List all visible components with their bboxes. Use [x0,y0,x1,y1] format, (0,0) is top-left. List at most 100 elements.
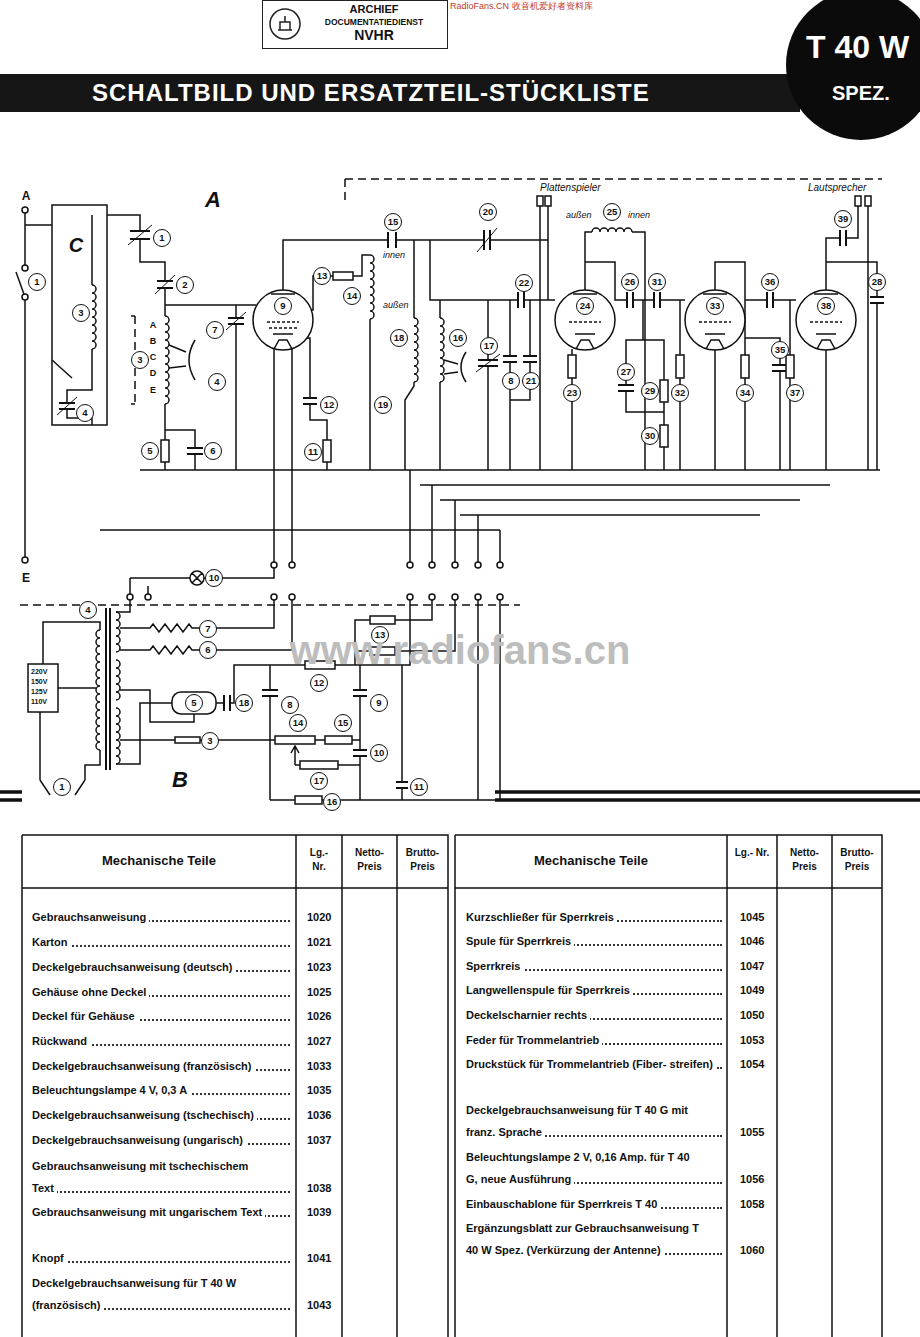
callout-number: 11 [304,443,322,461]
parts-row: Beleuchtungslampe 4 V, 0,3 A [32,1079,290,1101]
terminal-letter: A [21,190,32,202]
voltage-selector [28,664,58,712]
logo-ring [270,9,300,39]
part-name: Deckelgebrauchsanweisung (französisch) [32,1060,254,1072]
stamp-text: DOCUMENTATIEDIENST [309,17,439,28]
callout-number: 1 [153,229,171,247]
parts-row: Spule für Sperrkreis [466,930,722,952]
parts-row: Gebrauchsanweisung mit tschechischem Tex… [32,1155,290,1199]
watermark: www.radiofans.cn [290,630,631,670]
parts-row: Deckelgebrauchsanweisung für T 40 W (fra… [32,1272,290,1316]
part-number: 1037 [307,1129,331,1151]
supply-bus [100,470,880,594]
callout-number: 4 [76,404,94,422]
part-name: Gebrauchsanweisung [32,911,149,923]
callout-number: 17 [310,772,328,790]
callout-number: 6 [204,442,222,460]
callout-number: 8 [502,372,520,390]
part-name: Beleuchtungslampe 2 V, 0,16 Amp. für T 4… [466,1151,690,1185]
column-header: Lg.- Nr. [727,846,777,860]
tap-voltage: 150V [31,678,47,686]
parts-row: Deckelgebrauchsanweisung (tschechisch) [32,1104,290,1126]
badge-text: SPEZ. [832,82,890,104]
part-name: Rückwand [32,1035,90,1047]
part-number: 1056 [740,1168,764,1190]
archive-stamp: ARCHIEFDOCUMENTATIEDIENSTNVHR [262,0,448,49]
callout-number: 8 [281,696,299,714]
part-name: Deckelgebrauchsanweisung (ungarisch) [32,1134,246,1146]
part-number: 1060 [740,1239,764,1261]
column-header: Brutto- Preis [397,846,448,874]
callout-number: 7 [199,620,217,638]
tube-grids [267,322,842,328]
dial-lamp [190,571,204,585]
parts-row: Druckstück für Trommelantrieb (Fiber- st… [466,1053,722,1075]
callout-number: 1 [28,273,46,291]
parts-row: Feder für Trommelantrieb [466,1029,722,1051]
callout-number: 29 [641,382,659,400]
column-header: Netto- Preis [777,846,832,874]
callout-number: 26 [621,273,639,291]
callout-number: 12 [310,674,328,692]
coils [92,228,632,404]
part-name: Gebrauchsanweisung mit tschechischem Tex… [32,1160,248,1194]
stamp-logo [268,7,302,41]
callout-number: 2 [176,276,194,294]
callout-number: 1 [53,778,71,796]
title-band [0,74,800,112]
callout-number: 4 [208,373,226,391]
callout-number: 14 [289,714,307,732]
terminal-letter: E [21,572,31,584]
part-number: 1035 [307,1079,331,1101]
part-name: Deckelscharnier rechts [466,1009,590,1021]
part-number: 1023 [307,956,331,978]
wire-label: Plattenspieler [540,182,601,194]
part-name: Einbauschablone für Sperrkreis T 40 [466,1198,660,1210]
model-badge: T 40 WSPEZ. [786,0,920,140]
part-name: Deckelgebrauchsanweisung (deutsch) [32,961,236,973]
wire-label: außen [383,300,409,311]
callout-number: 28 [868,273,886,291]
part-name: Gehäuse ohne Deckel [32,986,149,998]
parts-row: Deckel für Gehäuse [32,1005,290,1027]
part-number: 1053 [740,1029,764,1051]
parts-row: Sperrkreis [466,955,722,977]
parts-row: Gehäuse ohne Deckel [32,981,290,1003]
part-name: Druckstück für Trommelantrieb (Fiber- st… [466,1058,716,1070]
callout-number: 32 [671,384,689,402]
parts-row: Ergänzungsblatt zur Gebrauchsanweisung T… [466,1217,722,1261]
callout-number: 9 [274,297,292,315]
part-name: Ergänzungsblatt zur Gebrauchsanweisung T… [466,1222,699,1256]
part-name: Knopf [32,1252,67,1264]
divider-bars [0,792,920,800]
tap-voltage: 125V [31,688,47,696]
wiring [0,179,920,1337]
capacitor-plates [59,230,884,454]
parts-row: Einbauschablone für Sperrkreis T 40 [466,1193,722,1215]
part-name: Deckel für Gehäuse [32,1010,138,1022]
callout-number: 37 [786,384,804,402]
callout-number: 35 [771,341,789,359]
callout-number: 34 [736,384,754,402]
part-number: 1021 [307,931,331,953]
table-grid [22,835,882,1337]
terminal-letter: C [149,353,158,362]
wire-label: innen [628,210,650,221]
part-number: 1039 [307,1201,331,1223]
part-name: Kurzschließer für Sperrkreis [466,911,617,923]
terminals [22,196,871,600]
terminal-letter: B [149,337,158,346]
callout-number: 22 [515,274,533,292]
watermark-text: RadioFans.CN 收音机爱好者资料库 [450,1,593,12]
callout-number: 3 [72,304,90,322]
callout-number: 4 [79,601,97,619]
callout-number: 17 [480,337,498,355]
callout-number: 15 [384,213,402,231]
dot-leader [32,945,290,947]
part-number: 1050 [740,1004,764,1026]
callout-number: 23 [563,384,581,402]
dot-leader [32,1191,290,1193]
callout-number: 31 [648,273,666,291]
callout-number: 18 [235,694,253,712]
callout-number: 25 [603,203,621,221]
